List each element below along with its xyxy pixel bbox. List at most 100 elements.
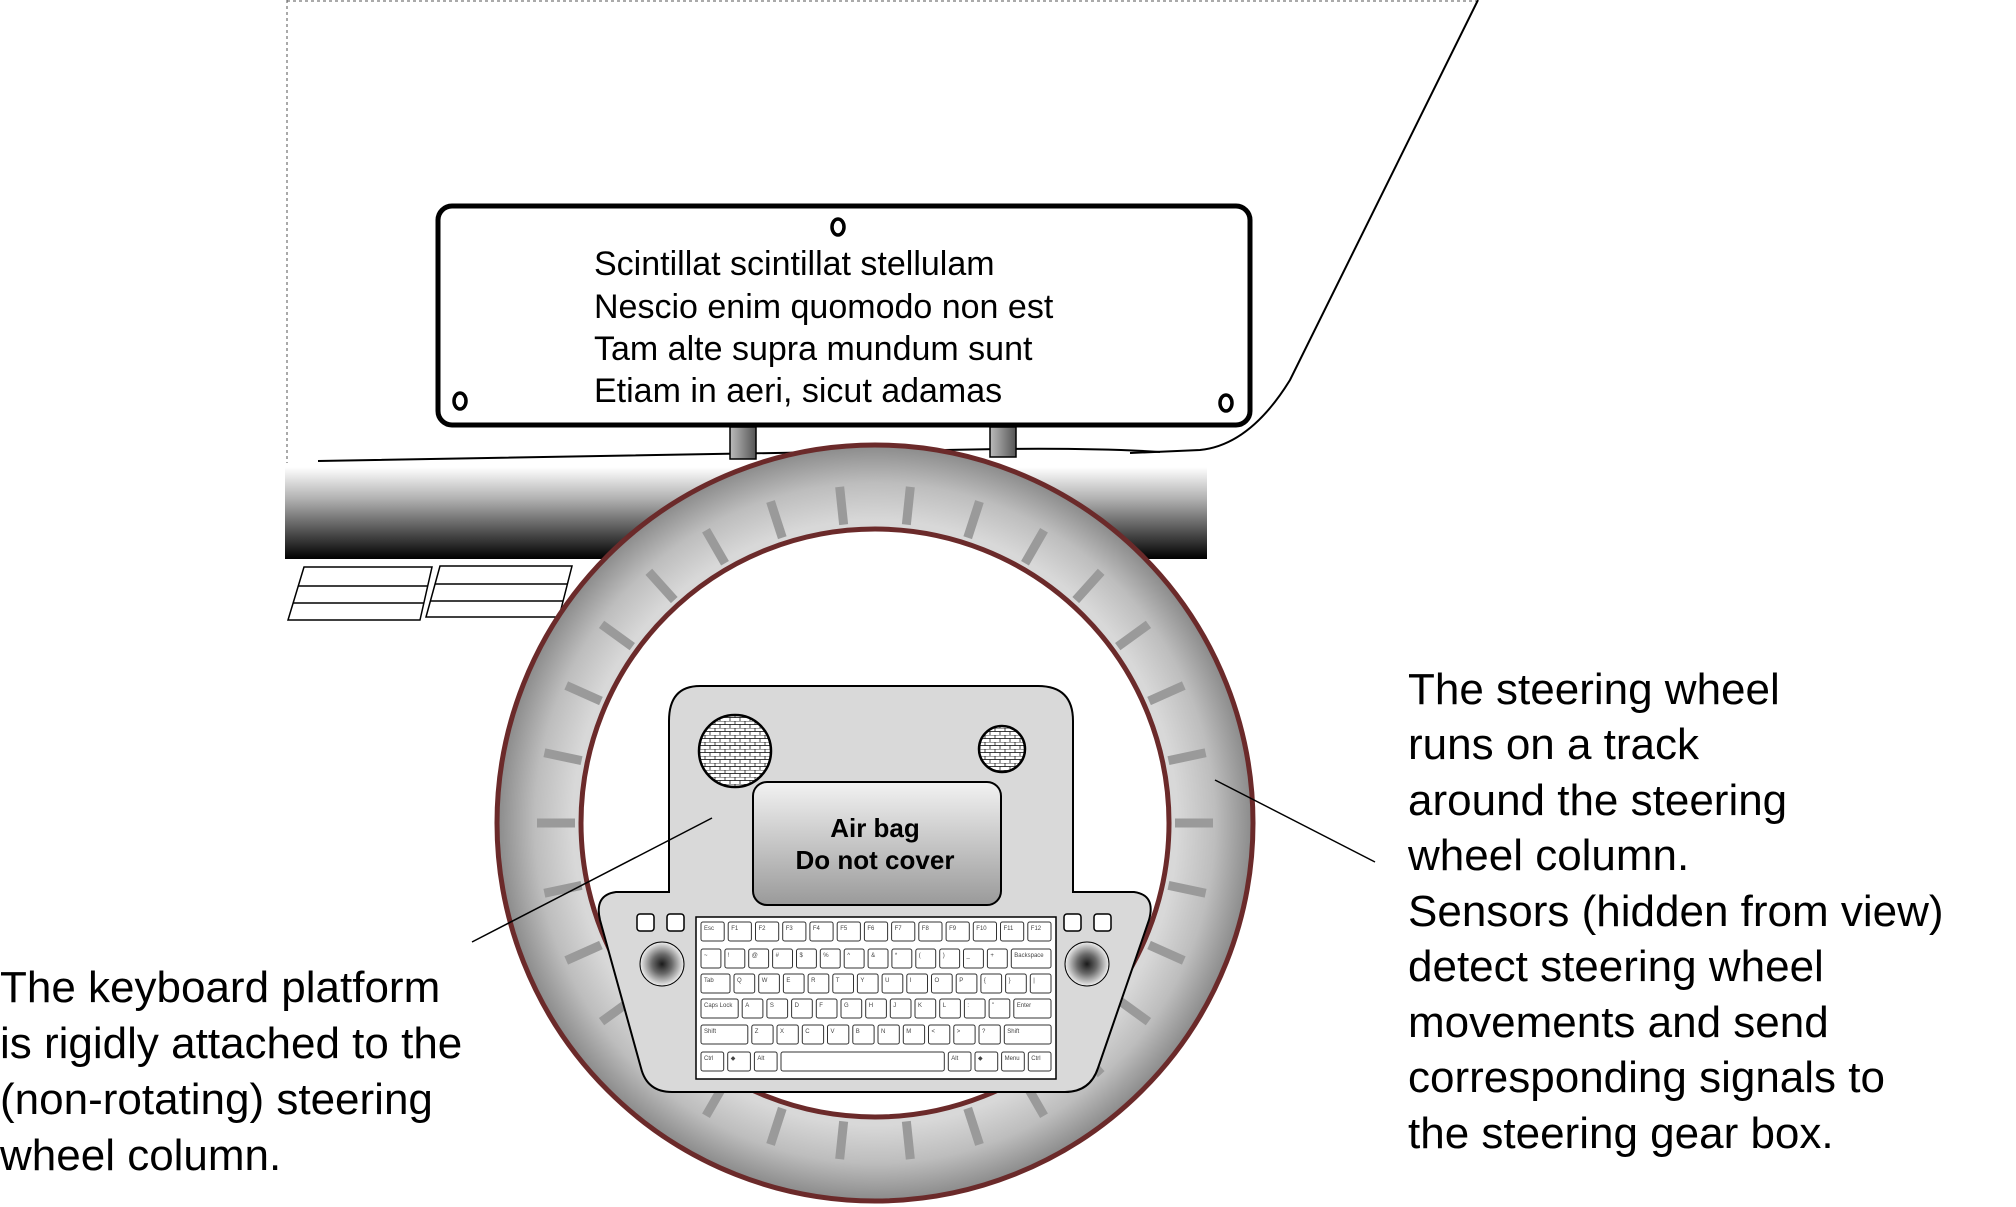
annotation-line: wheel column. — [0, 1131, 281, 1180]
keyboard-key[interactable] — [700, 1024, 749, 1045]
keyboard-key[interactable] — [727, 1051, 751, 1072]
keyboard-key[interactable] — [978, 1024, 1001, 1045]
keyboard-key[interactable] — [1013, 998, 1052, 1019]
platform-button[interactable] — [636, 913, 655, 932]
keyboard-key-label: F12 — [1031, 926, 1042, 932]
keyboard-key[interactable] — [741, 998, 764, 1019]
keyboard-key[interactable] — [776, 1024, 799, 1045]
keyboard-key[interactable] — [865, 998, 887, 1019]
keyboard-key[interactable] — [974, 1051, 999, 1072]
keyboard-key[interactable] — [801, 1024, 825, 1045]
keyboard-key[interactable] — [1027, 921, 1052, 942]
keyboard-key[interactable] — [891, 921, 916, 942]
keyboard-key[interactable] — [700, 973, 731, 994]
keyboard-key[interactable] — [727, 921, 752, 942]
keyboard-key[interactable] — [939, 948, 961, 969]
track-tick — [564, 940, 603, 965]
keyboard-key[interactable] — [827, 1024, 850, 1045]
keyboard-key-label: Alt — [951, 1056, 958, 1062]
keyboard-key[interactable] — [724, 948, 746, 969]
keyboard-key[interactable] — [700, 998, 739, 1019]
keyboard-key-label: ^ — [847, 953, 850, 959]
keyboard-key[interactable] — [772, 948, 793, 969]
airbag-label: Air bag — [830, 813, 920, 843]
keyboard-key[interactable] — [700, 921, 725, 942]
steering-wheel-annotation: The steering wheel runs on a track aroun… — [1407, 665, 1944, 1158]
keyboard-key[interactable] — [1029, 973, 1052, 994]
keyboard-key[interactable] — [891, 948, 913, 969]
keyboard-key[interactable] — [906, 973, 928, 994]
keyboard-key-label: F6 — [867, 926, 875, 932]
keyboard-key[interactable] — [836, 921, 861, 942]
keyboard-key[interactable] — [939, 998, 961, 1019]
track-tick — [963, 1106, 984, 1146]
keyboard-key[interactable] — [902, 1024, 926, 1045]
keyboard-key[interactable] — [796, 948, 817, 969]
keyboard-key-label: @ — [752, 953, 758, 959]
keyboard-key[interactable] — [1005, 973, 1027, 994]
keyboard-key[interactable] — [947, 1051, 972, 1072]
keyboard-key[interactable] — [733, 973, 756, 994]
keyboard-key[interactable] — [914, 998, 937, 1019]
keyboard-key[interactable] — [780, 1051, 945, 1072]
keyboard-key[interactable] — [700, 948, 722, 969]
keyboard-key[interactable] — [867, 948, 889, 969]
keyboard-key[interactable] — [953, 1024, 976, 1045]
keyboard-key[interactable] — [807, 973, 830, 994]
keyboard-key[interactable] — [928, 1024, 951, 1045]
keyboard-key[interactable] — [815, 998, 838, 1019]
keyboard-key[interactable] — [782, 921, 807, 942]
keyboard-key[interactable] — [980, 973, 1003, 994]
keyboard-key[interactable] — [840, 998, 863, 1019]
platform-button[interactable] — [666, 913, 685, 932]
keyboard-key-label: & — [871, 953, 875, 959]
keyboard-key[interactable] — [748, 948, 770, 969]
keyboard-key-label: E — [786, 978, 790, 984]
keyboard-key[interactable] — [881, 973, 904, 994]
keyboard-key[interactable] — [931, 973, 953, 994]
keyboard-key[interactable] — [955, 973, 978, 994]
display-mount-hole — [830, 217, 846, 237]
keyboard-key[interactable] — [963, 948, 984, 969]
keyboard-key[interactable] — [700, 1051, 725, 1072]
keyboard-key[interactable] — [972, 921, 997, 942]
keyboard-key[interactable] — [988, 998, 1011, 1019]
keyboard-key[interactable] — [986, 948, 1008, 969]
keyboard-key[interactable] — [918, 921, 943, 942]
keyboard-key[interactable] — [1001, 1051, 1025, 1072]
track-tick — [835, 486, 849, 526]
platform-button[interactable] — [1093, 913, 1112, 932]
keyboard-key[interactable] — [856, 973, 879, 994]
keyboard-key[interactable] — [751, 1024, 774, 1045]
keyboard-key[interactable] — [963, 998, 986, 1019]
keyboard-key-label: H — [869, 1003, 873, 1009]
keyboard-key[interactable] — [753, 1051, 778, 1072]
keyboard-key[interactable] — [1000, 921, 1025, 942]
keyboard-key[interactable] — [758, 973, 780, 994]
keyboard-key[interactable] — [877, 1024, 900, 1045]
keyboard-key[interactable] — [915, 948, 937, 969]
keyboard-key[interactable] — [766, 998, 789, 1019]
keyboard-key[interactable] — [791, 998, 813, 1019]
keyboard-key[interactable] — [819, 948, 841, 969]
keyboard-key-label: Tab — [704, 978, 714, 984]
keyboard-key[interactable] — [1027, 1051, 1052, 1072]
keyboard-key[interactable] — [832, 973, 854, 994]
keyboard-key[interactable] — [1003, 1024, 1052, 1045]
keyboard-key[interactable] — [852, 1024, 875, 1045]
track-tick — [963, 500, 984, 540]
annotation-line: movements and send — [1408, 998, 1829, 1047]
keyboard-key[interactable] — [809, 921, 834, 942]
keyboard-key[interactable] — [782, 973, 805, 994]
keyboard-key[interactable] — [1010, 948, 1052, 969]
keyboard-key[interactable] — [889, 998, 912, 1019]
keyboard-key[interactable] — [843, 948, 865, 969]
keyboard-key[interactable] — [755, 921, 780, 942]
joystick-left[interactable] — [639, 941, 685, 987]
keyboard-key[interactable] — [863, 921, 889, 942]
joystick-right[interactable] — [1064, 941, 1110, 987]
keyboard-key[interactable] — [945, 921, 970, 942]
platform-button[interactable] — [1063, 913, 1082, 932]
